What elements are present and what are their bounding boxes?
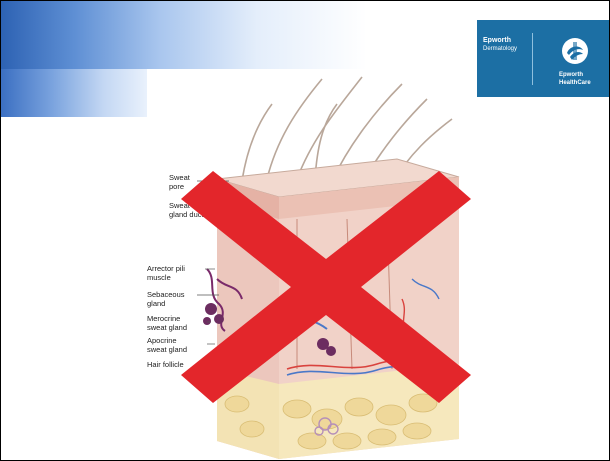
logo-divider bbox=[532, 33, 533, 85]
label-arrector-pili-muscle: Arrector pili muscle bbox=[147, 264, 185, 282]
logo-org-text: Epworth HealthCare bbox=[559, 71, 591, 87]
logo-department-text: Epworth Dermatology bbox=[483, 36, 517, 54]
label-sebaceous-gland: Sebaceous gland bbox=[147, 290, 185, 308]
left-accent-block bbox=[1, 69, 147, 117]
logo-dept-line1: Epworth bbox=[483, 36, 517, 45]
label-hair-follicle: Hair follicle bbox=[147, 360, 184, 369]
logo-org-line2: HealthCare bbox=[559, 79, 591, 87]
logo-dept-line2: Dermatology bbox=[483, 45, 517, 54]
logo-org-line1: Epworth bbox=[559, 71, 591, 79]
red-x-icon bbox=[181, 171, 471, 403]
epworth-emblem-icon bbox=[561, 37, 589, 65]
